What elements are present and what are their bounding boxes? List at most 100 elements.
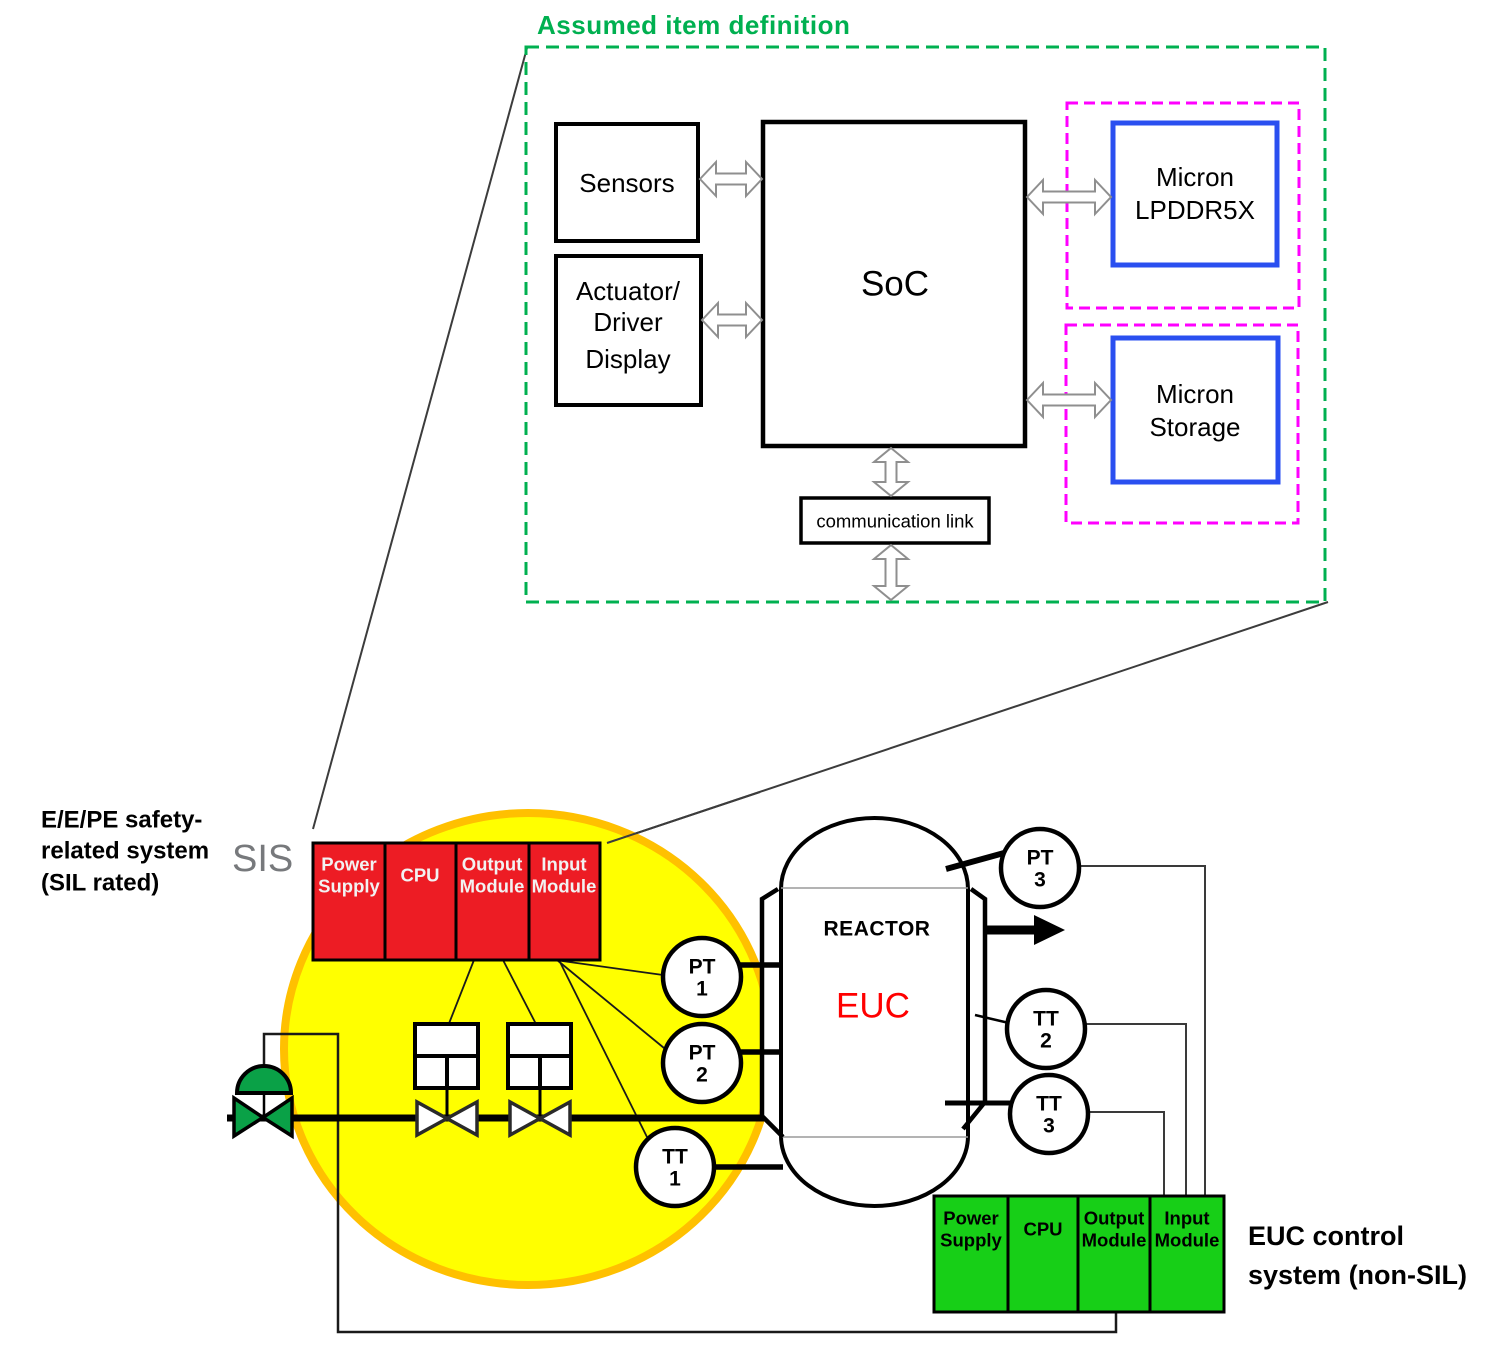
sis-module-cpu: CPU [383, 841, 458, 962]
sensors-box [554, 122, 700, 243]
pt1-circle [660, 935, 744, 1019]
tt3-circle [1007, 1072, 1091, 1156]
item-definition-boundary [524, 45, 1327, 604]
sis-module-input-label1: Input [541, 854, 586, 875]
instrument-pt2: PT 2 [660, 1021, 744, 1105]
shutdown-valve-2 [506, 1022, 573, 1138]
euc-module-cpu: CPU [1006, 1194, 1080, 1314]
pt2-circle [660, 1021, 744, 1105]
euc-caption: EUC control system (non-SIL) [1248, 1221, 1467, 1290]
actuator-label-line1: Actuator/ [576, 276, 681, 306]
actuator-driver-display-box [554, 254, 703, 407]
micron-lpddr5x-label-line1: Micron [1156, 162, 1234, 192]
sis-module-power-supply-label1: Power [321, 854, 377, 875]
sis-line-valve1 [447, 959, 475, 1027]
micron-storage-label-line1: Micron [1156, 379, 1234, 409]
callout-line-left [312, 47, 528, 830]
euc-signal-lines [1077, 865, 1206, 1196]
euc-module-power-supply-label1: Power [943, 1208, 999, 1229]
euc-caption-line2: system (non-SIL) [1248, 1260, 1467, 1290]
tt3-label-line1: TT [1036, 1093, 1062, 1116]
actuator-label-line2: Driver [593, 307, 663, 337]
valve1-body-right [443, 1099, 479, 1138]
sis-module-output-label2: Module [460, 876, 525, 897]
pt3-circle [998, 826, 1082, 910]
outflow-arrow-head [1034, 915, 1065, 945]
sis-caption-line3: (SIL rated) [41, 870, 159, 897]
euc-module-output: Output Module [1076, 1194, 1152, 1314]
tt2-signal-line [1084, 1023, 1187, 1196]
tt3-signal-line [1087, 1111, 1165, 1196]
control-valve [232, 1064, 294, 1140]
tt2-label-line2: 2 [1040, 1030, 1052, 1053]
reactor-jacket-left-fill [762, 889, 783, 1137]
shutdown-valve-1 [413, 1022, 480, 1138]
euc-module-input-label1: Input [1164, 1208, 1209, 1229]
euc-caption-line1: EUC control [1248, 1221, 1404, 1251]
sis-module-power-supply-label2: Supply [318, 876, 380, 897]
sis-module-cpu-label1: CPU [400, 865, 439, 886]
sis-signal-lines [447, 959, 665, 1138]
sis-module-output-box [454, 841, 531, 962]
micron-lpddr5x-box [1110, 120, 1280, 268]
micron-storage-label-line2: Storage [1149, 412, 1240, 442]
control-valve-body-right [259, 1094, 294, 1140]
instrument-tt1: TT 1 [633, 1125, 717, 1209]
euc-module-input: Input Module [1148, 1194, 1226, 1314]
pt3-label-line1: PT [1027, 847, 1054, 870]
arrow-soc-lpddr5x [1025, 177, 1113, 217]
euc-module-output-box [1076, 1194, 1152, 1314]
sis-caption-line2: related system [41, 838, 209, 865]
instruments: PT 1 PT 2 TT 1 PT 3 TT 2 [633, 826, 1091, 1209]
micron-storage-box [1110, 335, 1281, 485]
tt2-stub [974, 1013, 1010, 1025]
sis-module-input: Input Module [527, 841, 602, 962]
euc-module-cpu-label1: CPU [1023, 1219, 1062, 1240]
arrow-soc-commlink [871, 446, 911, 498]
tt3-label-line2: 3 [1043, 1115, 1055, 1138]
tt1-label-line1: TT [662, 1146, 688, 1169]
outflow-arrow [987, 915, 1065, 945]
sis-module-input-box [527, 841, 602, 962]
pt3-label-line2: 3 [1034, 869, 1046, 892]
euc-module-power-supply: Power Supply [932, 1194, 1010, 1314]
sis-line-valve2 [502, 959, 538, 1027]
sis-line-pt2 [556, 959, 665, 1049]
euc-module-power-supply-label2: Supply [940, 1230, 1002, 1251]
euc-module-output-label2: Module [1082, 1230, 1147, 1251]
sis-module-cpu-box [383, 841, 458, 962]
euc-label: EUC [836, 987, 910, 1026]
arrow-commlink-external [871, 543, 911, 602]
control-valve-dome [234, 1064, 294, 1095]
sis-module-power-supply: Power Supply [311, 841, 387, 962]
valve1-body-left [415, 1099, 451, 1138]
instrument-stubs [713, 850, 1012, 1170]
instrument-pt3: PT 3 [998, 826, 1082, 910]
micron-lpddr5x-label-line2: LPDDR5X [1135, 195, 1255, 225]
communication-link-label: communication link [816, 511, 974, 532]
reactor-vessel: REACTOR EUC [759, 816, 988, 1208]
euc-valve-loop-line [262, 1032, 1118, 1334]
actuator-label-line3: Display [585, 344, 670, 374]
pt3-stub [945, 850, 1005, 872]
sis-caption-line1: E/E/PE safety- [41, 807, 202, 834]
sis-module-rack: Power Supply CPU Output Module Input Mod… [311, 841, 602, 962]
storage-dashed-boundary [1064, 323, 1300, 525]
sis-caption: E/E/PE safety- related system (SIL rated… [41, 807, 209, 897]
valve2-body-left [508, 1099, 544, 1138]
control-valve-body-left [232, 1094, 267, 1140]
pt2-label-line2: 2 [696, 1064, 708, 1087]
item-definition-title: Assumed item definition [537, 10, 850, 40]
sensors-label: Sensors [579, 168, 674, 198]
tt2-label-line1: TT [1033, 1008, 1059, 1031]
sis-line-pt1 [554, 959, 664, 976]
tt1-circle [633, 1125, 717, 1209]
sis-label: SIS [232, 838, 293, 880]
sis-module-output: Output Module [454, 841, 531, 962]
euc-module-rack: Power Supply CPU Output Module Input Mod… [932, 1194, 1226, 1314]
assumed-item-definition-diagram: Assumed item definition Sensors Actuator… [524, 10, 1327, 604]
sis-module-input-label2: Module [532, 876, 597, 897]
instrument-tt2: TT 2 [1004, 987, 1088, 1071]
euc-module-cpu-box [1006, 1194, 1080, 1314]
